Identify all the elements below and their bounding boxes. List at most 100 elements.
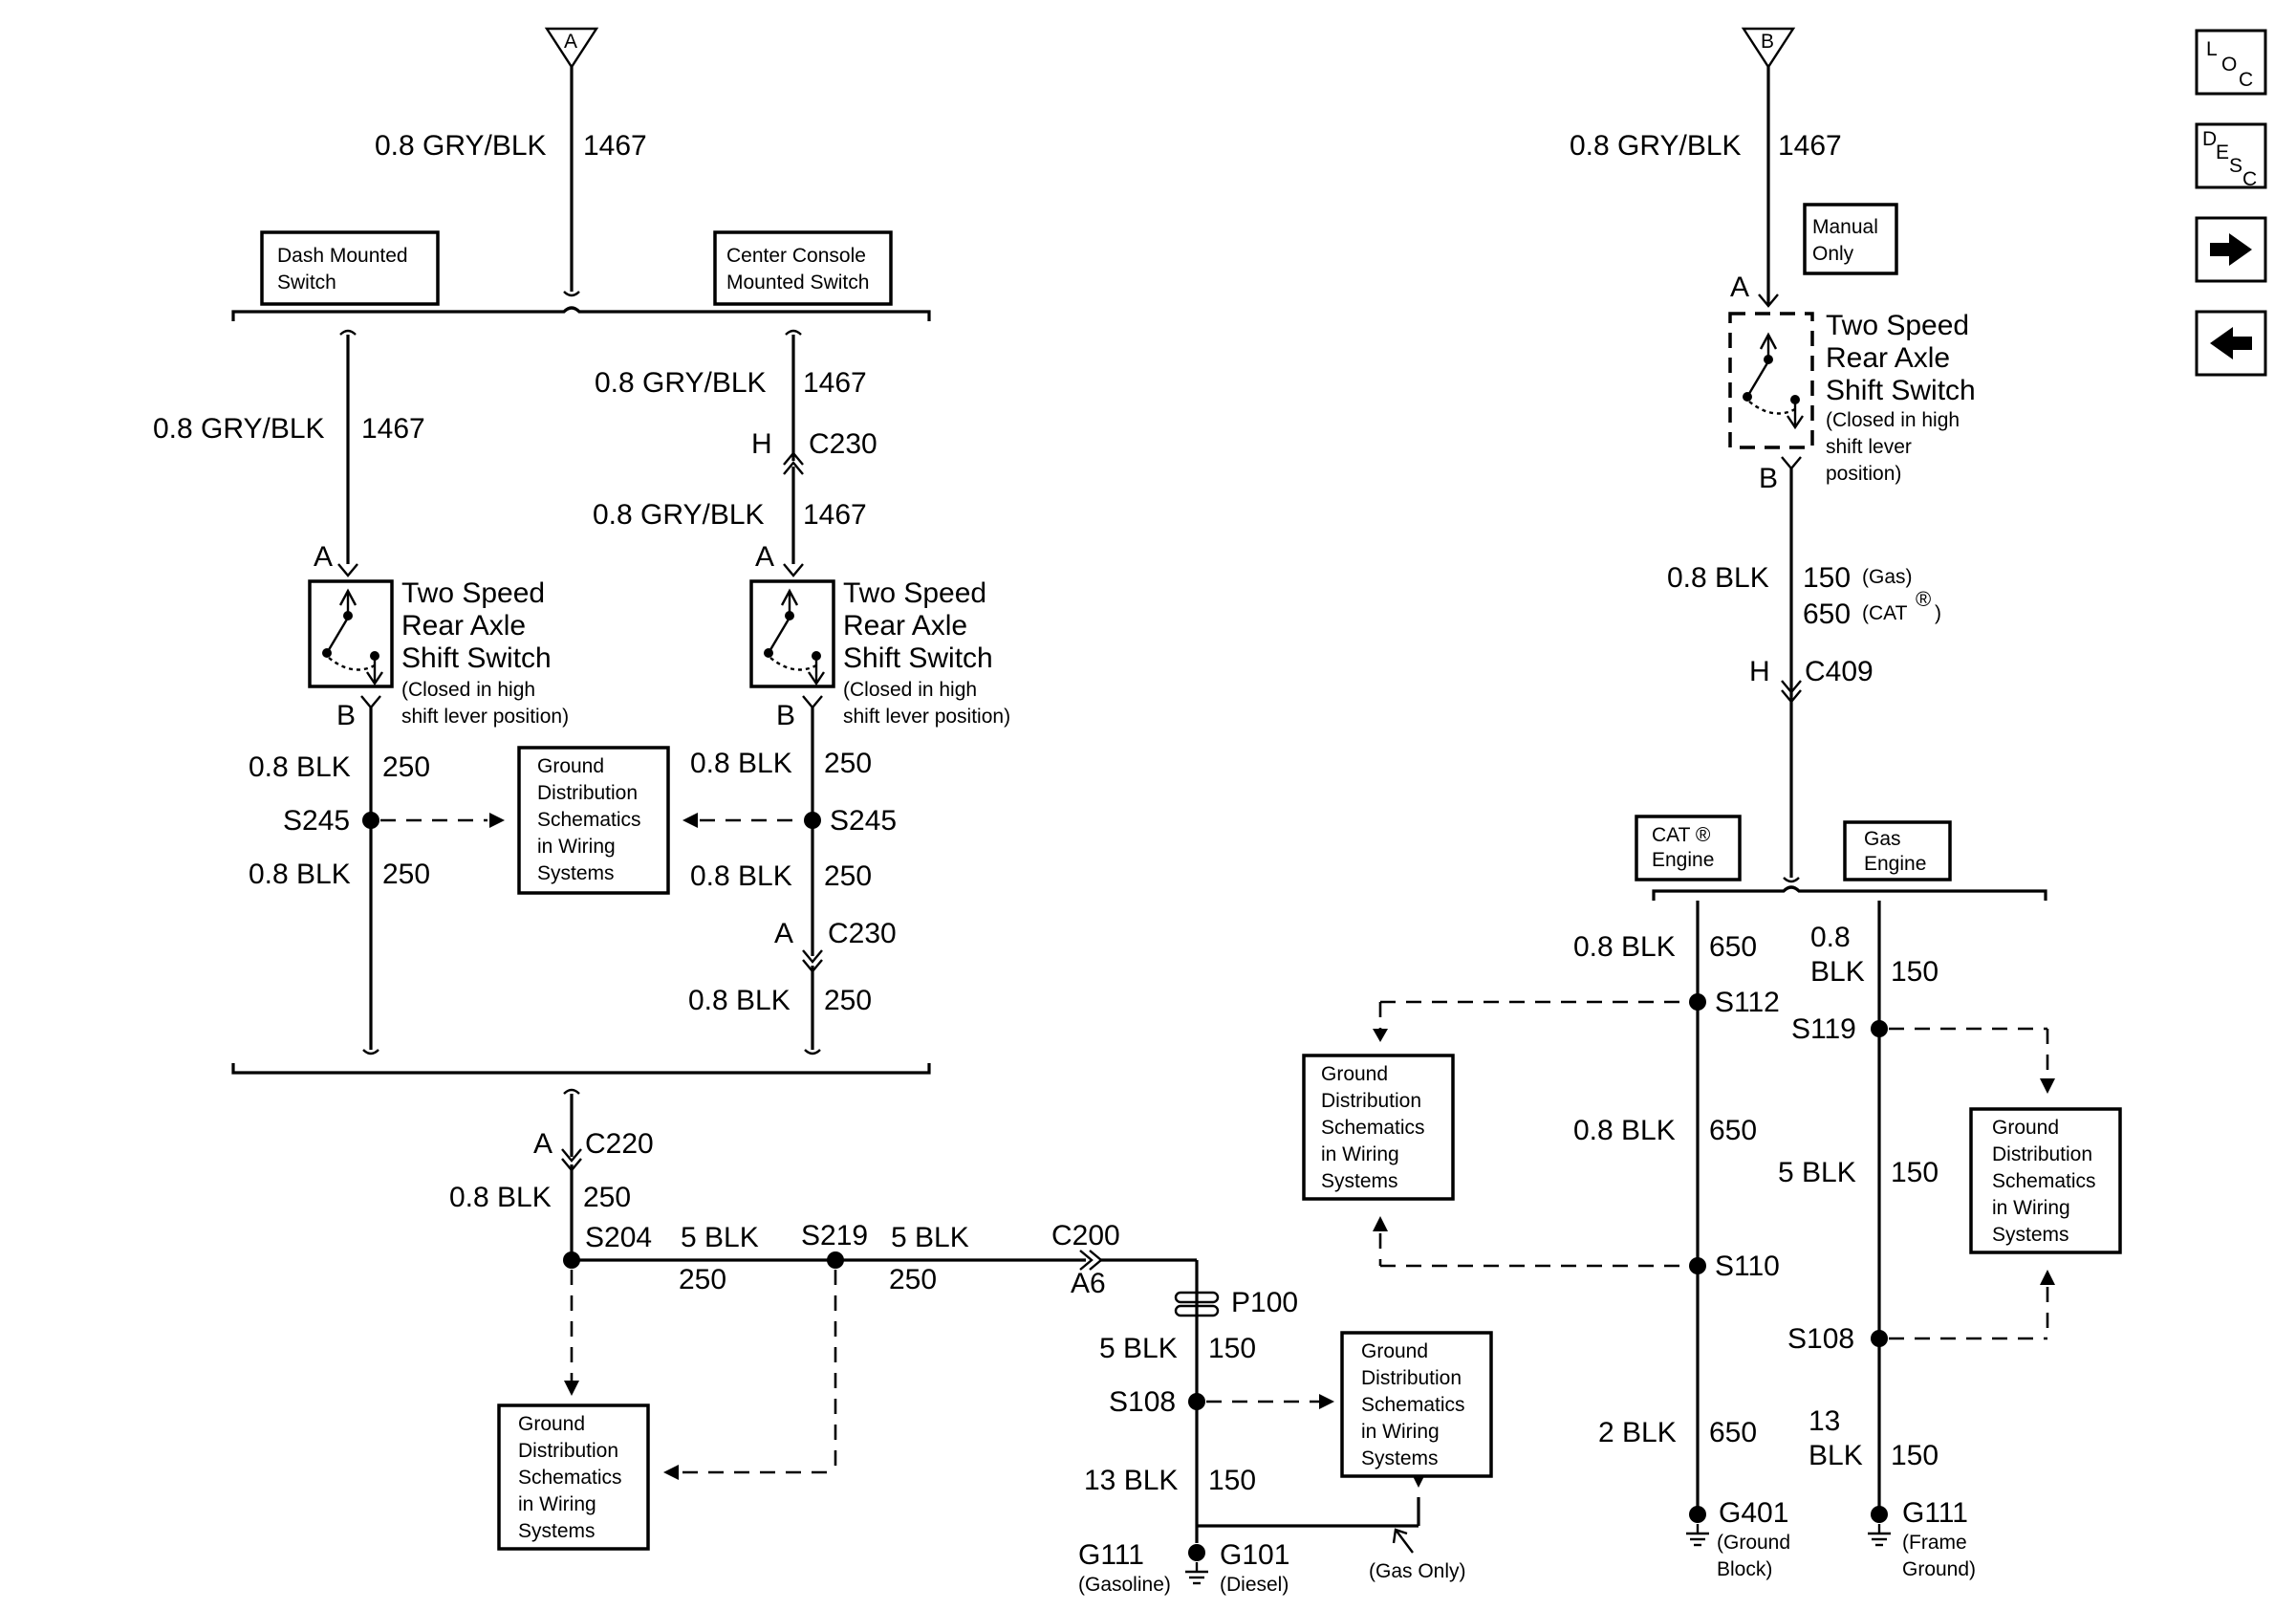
loc-o: O	[2221, 54, 2237, 76]
right-circuit-gas-note: (Gas)	[1862, 566, 1913, 588]
ground-g401-icon	[1684, 1522, 1711, 1547]
bottom-circuit4: 150	[1208, 1333, 1256, 1364]
cat-engine-box	[1635, 815, 1742, 881]
right-pin-b: B	[1759, 463, 1778, 494]
console-c250-3: 250	[824, 985, 872, 1016]
gas-wire1-b: BLK	[1810, 956, 1865, 988]
console-wire-mid: 0.8 GRY/BLK	[593, 499, 765, 531]
dash-box-line2: Switch	[277, 272, 336, 294]
desc-s: S	[2229, 155, 2242, 177]
console-switch-note-1: (Closed in high	[843, 679, 977, 701]
connector-b-label: B	[1761, 31, 1774, 53]
svg-text:Distribution: Distribution	[1361, 1367, 1462, 1389]
ground-distribution-box-right-gas[interactable]: Ground Distribution Schematics in Wiring…	[1969, 1107, 2122, 1254]
dash-switch-title-1: Two Speed	[401, 577, 545, 609]
g111-right-note-1: (Frame	[1902, 1532, 1967, 1554]
c230-pin-h: H	[751, 428, 772, 460]
svg-text:Ground: Ground	[537, 755, 604, 777]
ground-distribution-box-bottom-middle[interactable]: Ground Distribution Schematics in Wiring…	[1340, 1331, 1493, 1478]
splice-s108-right	[1871, 1330, 1888, 1347]
console-switch-title-2: Rear Axle	[843, 610, 967, 642]
right-switch-note-1: (Closed in high	[1826, 409, 1960, 431]
manual-box-line1: Manual	[1812, 216, 1878, 238]
g401-note-1: (Ground	[1717, 1532, 1790, 1554]
manual-only-box	[1803, 203, 1898, 275]
g111-note: (Gasoline)	[1078, 1574, 1171, 1596]
ground-g111-icon	[1866, 1522, 1893, 1547]
s112-label: S112	[1715, 987, 1780, 1018]
cat-box-line1: CAT ®	[1652, 824, 1711, 846]
console-c250-2: 250	[824, 860, 872, 892]
gas-circuit2: 150	[1891, 1157, 1939, 1188]
dash-c250-2: 250	[382, 859, 430, 890]
forward-button[interactable]	[2195, 216, 2267, 283]
bottom-wire5: 13 BLK	[1084, 1465, 1178, 1496]
dash-switch-box	[260, 230, 440, 306]
dash-switch-title-2: Rear Axle	[401, 610, 526, 642]
arrow-right-icon	[2210, 233, 2252, 266]
g111-right-note-2: Ground)	[1902, 1558, 1976, 1580]
svg-text:Systems: Systems	[518, 1520, 596, 1542]
console-blk-3: 0.8 BLK	[688, 985, 791, 1016]
desc-button[interactable]: D E S C	[2195, 122, 2267, 190]
bottom-circuit5: 150	[1208, 1465, 1256, 1496]
c230b-label: C230	[828, 918, 897, 949]
loc-button[interactable]: L O C	[2195, 29, 2267, 96]
loc-c: C	[2239, 69, 2253, 91]
console-wire-top: 0.8 GRY/BLK	[595, 367, 767, 399]
desc-d: D	[2202, 128, 2217, 150]
g401-label: G401	[1719, 1497, 1788, 1529]
svg-text:in Wiring: in Wiring	[518, 1493, 596, 1515]
back-button[interactable]	[2195, 310, 2267, 377]
loc-l: L	[2206, 38, 2218, 60]
feed-circuit-label: 1467	[583, 130, 647, 162]
ground-distribution-box-left[interactable]: Ground Distribution Schematics in Wiring…	[517, 746, 670, 895]
p100-label: P100	[1231, 1287, 1298, 1318]
svg-text:Ground: Ground	[518, 1413, 585, 1435]
g401-note-2: Block)	[1717, 1558, 1772, 1580]
nav-toolbar: L O C D E S C	[2195, 29, 2267, 377]
console-box-line1: Center Console	[726, 245, 866, 267]
svg-text:Systems: Systems	[1992, 1224, 2069, 1246]
dash-circuit-label: 1467	[361, 413, 425, 445]
svg-text:Schematics: Schematics	[1992, 1170, 2096, 1192]
bottom-wire2: 5 BLK	[681, 1222, 759, 1253]
c409-label: C409	[1805, 656, 1874, 687]
cat-circuit1: 650	[1709, 931, 1757, 963]
g111-label: G111	[1078, 1539, 1144, 1571]
dash-c250-1: 250	[382, 751, 430, 783]
svg-text:Systems: Systems	[1321, 1170, 1398, 1192]
svg-text:Schematics: Schematics	[1321, 1117, 1425, 1139]
svg-text:Ground: Ground	[1321, 1063, 1388, 1085]
ground-distribution-box-right-cat[interactable]: Ground Distribution Schematics in Wiring…	[1302, 1054, 1455, 1201]
bottom-circuit2: 250	[679, 1264, 726, 1295]
splice-s245-right	[804, 812, 821, 829]
desc-c: C	[2242, 168, 2257, 190]
dash-box-line1: Dash Mounted	[277, 245, 408, 267]
ground-distribution-box-bottom-left[interactable]: Ground Distribution Schematics in Wiring…	[497, 1403, 650, 1551]
right-switch-note-2: shift lever	[1826, 436, 1912, 458]
s108-bottom-label: S108	[1109, 1386, 1176, 1418]
right-switch-title-2: Rear Axle	[1826, 342, 1950, 374]
c200-label: C200	[1051, 1220, 1120, 1251]
desc-e: E	[2216, 141, 2229, 163]
c230b-pin-a: A	[774, 918, 793, 949]
svg-text:Schematics: Schematics	[537, 809, 641, 831]
console-switch-title-1: Two Speed	[843, 577, 986, 609]
dash-switch-note-2: shift lever position)	[401, 706, 569, 728]
ground-g101-junction	[1188, 1544, 1205, 1561]
arrow-left-icon	[2210, 327, 2252, 359]
right-switch-title-1: Two Speed	[1826, 310, 1969, 341]
dash-wire-label: 0.8 GRY/BLK	[153, 413, 325, 445]
right-feed-wire: 0.8 GRY/BLK	[1570, 130, 1742, 162]
c220-label: C220	[585, 1128, 654, 1160]
dash-pin-b: B	[336, 700, 356, 731]
splice-s245-left	[362, 812, 379, 829]
console-circuit-mid: 1467	[803, 499, 867, 531]
cat-circuit2: 650	[1709, 1115, 1757, 1146]
cat-box-line2: Engine	[1652, 849, 1714, 871]
gas-engine-box	[1843, 820, 1952, 881]
gas-only-note: (Gas Only)	[1369, 1560, 1466, 1582]
svg-text:Schematics: Schematics	[1361, 1394, 1465, 1416]
